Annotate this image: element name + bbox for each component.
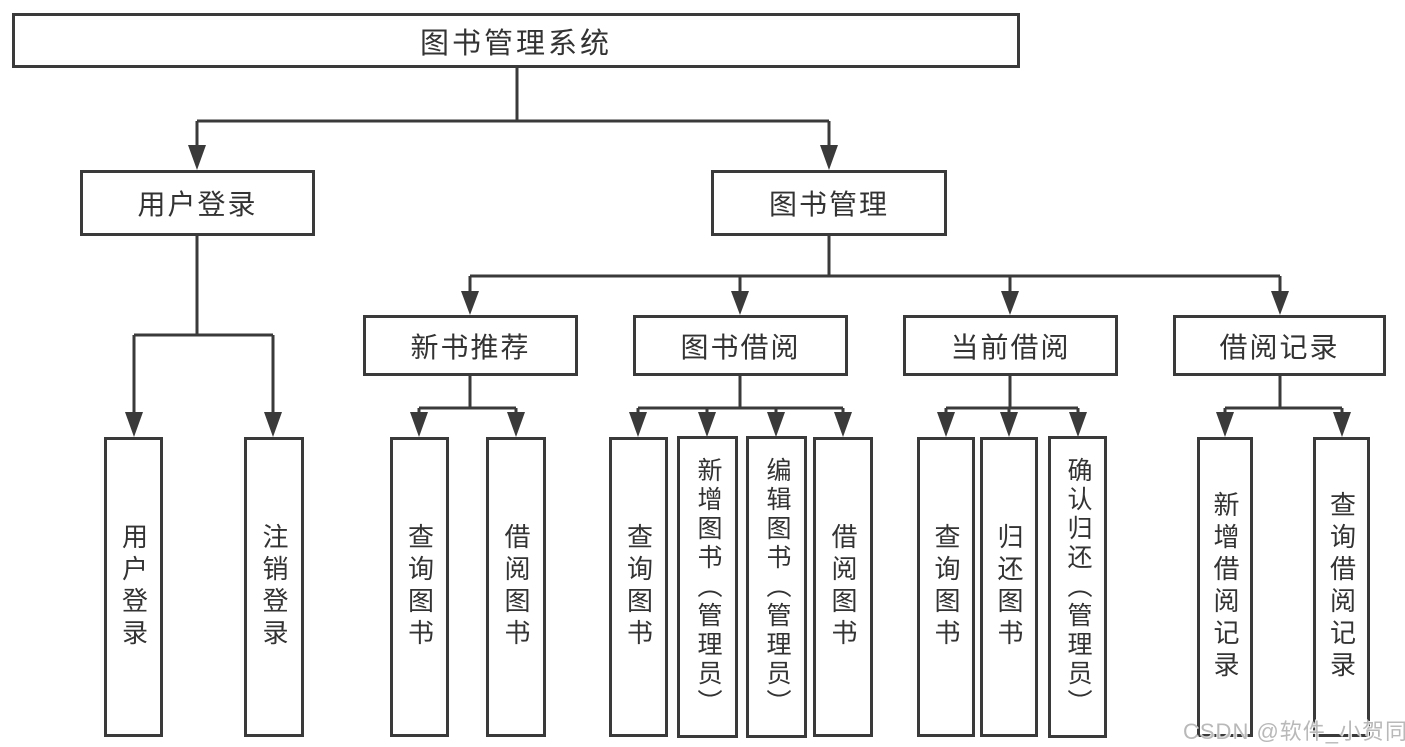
node-leaf-query-book-current: 查询图书 bbox=[917, 437, 975, 737]
connector-path bbox=[132, 68, 1344, 413]
watermark: CSDN @软件_小贺同学 bbox=[1183, 719, 1405, 744]
node-leaf-query-book-recommend: 查询图书 bbox=[390, 437, 449, 737]
node-leaf-query-borrow-record: 查询借阅记录 bbox=[1313, 437, 1370, 737]
node-leaf-user-login: 用户登录 bbox=[104, 437, 163, 737]
node-leaf-logout: 注销登录 bbox=[244, 437, 304, 737]
node-user-login: 用户登录 bbox=[80, 170, 315, 236]
node-leaf-confirm-return-admin: 确认归还（管理员） bbox=[1048, 436, 1107, 738]
node-leaf-borrow-book: 借阅图书 bbox=[813, 437, 873, 737]
node-book-borrow: 图书借阅 bbox=[633, 315, 848, 376]
node-leaf-query-book-borrow: 查询图书 bbox=[609, 437, 668, 737]
node-current-borrow: 当前借阅 bbox=[903, 315, 1118, 376]
node-leaf-add-book-admin: 新增图书（管理员） bbox=[677, 436, 738, 738]
node-leaf-add-borrow-record: 新增借阅记录 bbox=[1197, 437, 1253, 737]
node-leaf-borrow-book-recommend: 借阅图书 bbox=[486, 437, 546, 737]
node-root: 图书管理系统 bbox=[12, 13, 1020, 68]
node-book-management: 图书管理 bbox=[711, 170, 947, 236]
node-leaf-return-book: 归还图书 bbox=[980, 437, 1038, 737]
arrowheads bbox=[125, 145, 1351, 437]
node-new-book-recommend: 新书推荐 bbox=[363, 315, 578, 376]
node-leaf-edit-book-admin: 编辑图书（管理员） bbox=[746, 436, 807, 738]
node-borrow-records: 借阅记录 bbox=[1173, 315, 1386, 376]
